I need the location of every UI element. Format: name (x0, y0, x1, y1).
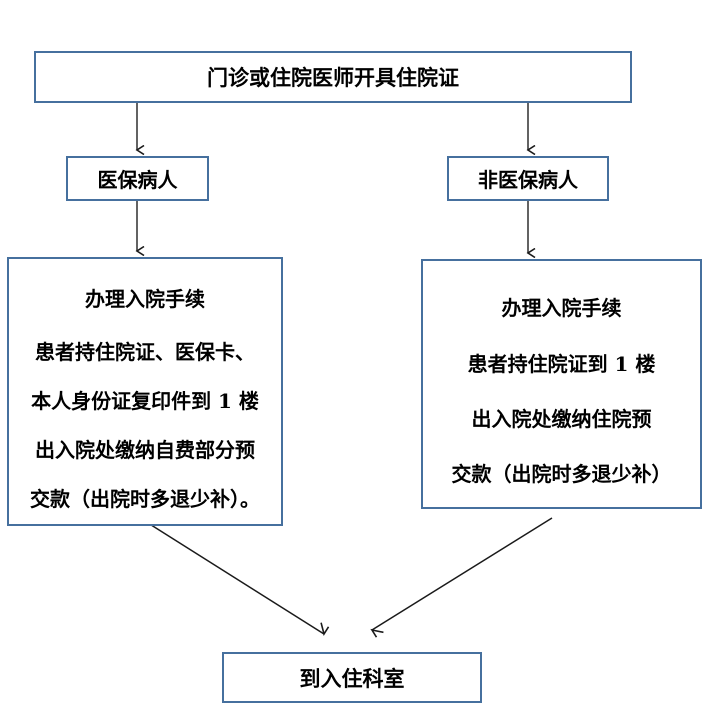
insured-procedure-line-4: 出入院处缴纳自费部分预 (35, 438, 255, 462)
node-insured-patient[interactable]: 医保病人 (66, 156, 209, 201)
uninsured-procedure-line-3: 出入院处缴纳住院预 (471, 407, 652, 431)
uninsured-procedure-line-2: 患者持住院证到 1 楼 (467, 352, 656, 376)
node-uninsured-label: 非医保病人 (478, 168, 578, 192)
node-go-to-ward[interactable]: 到入住科室 (222, 652, 482, 703)
uninsured-procedure-line-4: 交款（出院时多退少补） (451, 462, 672, 486)
node-admission-certificate[interactable]: 门诊或住院医师开具住院证 (34, 51, 632, 103)
edge-uninsured-procedure-to-ward (372, 517, 553, 630)
node-insured-admission-procedure[interactable]: 办理入院手续 患者持住院证、医保卡、 本人身份证复印件到 1 楼 出入院处缴纳自… (7, 257, 283, 526)
insured-procedure-line-3: 本人身份证复印件到 1 楼 (31, 389, 259, 413)
insured-procedure-line-2: 患者持住院证、医保卡、 (35, 340, 255, 364)
node-top-label: 门诊或住院医师开具住院证 (207, 65, 459, 90)
uninsured-procedure-line-1: 办理入院手续 (501, 296, 622, 320)
node-uninsured-admission-procedure[interactable]: 办理入院手续 患者持住院证到 1 楼 出入院处缴纳住院预 交款（出院时多退少补） (421, 259, 702, 509)
insured-procedure-line-5: 交款（出院时多退少补）。 (30, 487, 260, 511)
edge-insured-procedure-to-ward (147, 522, 324, 634)
node-uninsured-patient[interactable]: 非医保病人 (447, 156, 609, 201)
node-ward-label: 到入住科室 (299, 665, 405, 691)
insured-procedure-line-1: 办理入院手续 (85, 287, 205, 311)
node-insured-label: 医保病人 (97, 168, 178, 192)
